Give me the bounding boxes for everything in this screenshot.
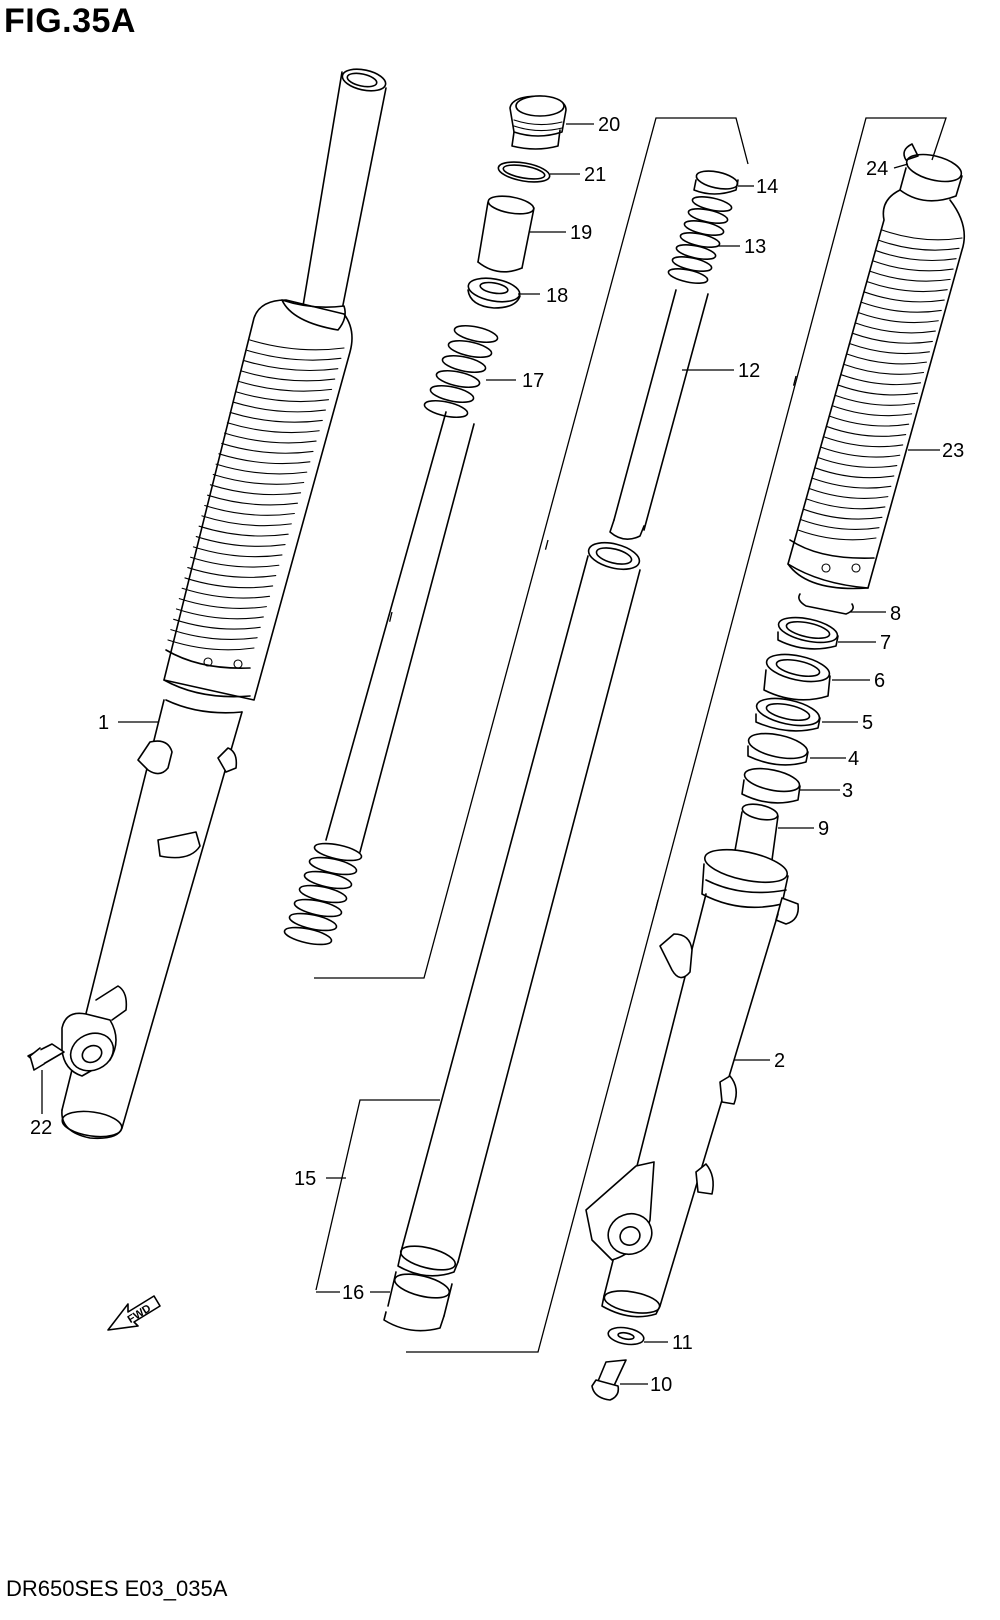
callout-23: 23 <box>942 440 964 462</box>
callout-10: 10 <box>650 1374 672 1396</box>
callout-5: 5 <box>862 712 873 734</box>
callout-9: 9 <box>818 818 829 840</box>
callout-4: 4 <box>848 748 859 770</box>
callout-3: 3 <box>842 780 853 802</box>
fwd-arrow: FWD <box>107 1295 161 1331</box>
callout-17: 17 <box>522 370 544 392</box>
callout-24: 24 <box>866 158 888 180</box>
bracket-12 <box>406 117 947 1353</box>
diagram-code: DR650SES E03_035A <box>6 1576 228 1601</box>
callout-6: 6 <box>874 670 885 692</box>
spring-group <box>283 95 567 946</box>
callouts: 1 2 3 4 5 6 7 8 9 10 11 12 13 <box>30 114 964 1396</box>
callout-14: 14 <box>756 176 778 198</box>
callout-18: 18 <box>546 285 568 307</box>
bracket-17 <box>314 117 749 979</box>
callout-19: 19 <box>570 222 592 244</box>
callout-13: 13 <box>744 236 766 258</box>
callout-21: 21 <box>584 164 606 186</box>
callout-22: 22 <box>30 1117 52 1139</box>
callout-2: 2 <box>774 1050 785 1072</box>
callout-15: 15 <box>294 1168 316 1190</box>
left-fork-assembly <box>27 68 387 1140</box>
callout-1: 1 <box>98 712 109 734</box>
right-fork-assembly <box>585 143 966 1401</box>
damper-rod-group <box>383 170 739 1332</box>
callout-7: 7 <box>880 632 891 654</box>
callout-20: 20 <box>598 114 620 136</box>
callout-16: 16 <box>342 1282 364 1304</box>
callout-12: 12 <box>738 360 760 382</box>
callout-8: 8 <box>890 603 901 625</box>
figure-title: FIG.35A <box>4 2 136 40</box>
pinch-bolt-22 <box>27 1043 65 1071</box>
callout-11: 11 <box>672 1332 693 1354</box>
